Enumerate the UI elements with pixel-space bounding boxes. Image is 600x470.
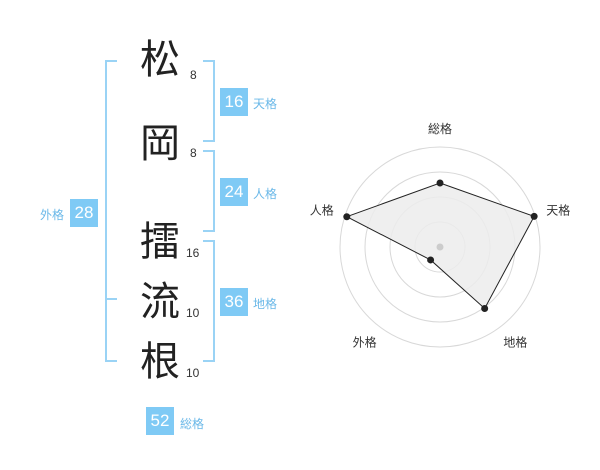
radar-center-dot xyxy=(436,243,444,251)
jinkaku-label: 人格 xyxy=(253,187,278,201)
chikaku-label: 地格 xyxy=(253,297,278,311)
soukaku-label: 総格 xyxy=(180,417,205,431)
radar-axis-label-4: 外格 xyxy=(353,334,377,349)
chikaku-bracket xyxy=(203,240,215,362)
stroke-count-2: 8 xyxy=(190,146,197,160)
gaikaku-divider xyxy=(105,298,117,300)
gaikaku-bracket xyxy=(105,60,117,362)
kanji-2: 岡 xyxy=(140,121,180,167)
radar-point-4 xyxy=(427,256,435,264)
stroke-count-3: 16 xyxy=(186,246,200,260)
kanji-1: 松 xyxy=(140,37,180,83)
jinkaku-bracket xyxy=(203,150,215,232)
gaikaku-label: 外格 xyxy=(40,208,65,222)
radar-point-3 xyxy=(481,304,489,312)
radar-axis-label-5: 人格 xyxy=(310,203,334,218)
kanji-3: 擂 xyxy=(140,219,180,265)
chikaku-badge: 36 xyxy=(220,288,248,316)
stroke-count-4: 10 xyxy=(186,306,200,320)
kanji-5: 根 xyxy=(140,339,180,385)
tenkaku-bracket xyxy=(203,60,215,142)
gaikaku-badge: 28 xyxy=(70,199,98,227)
radar-ring-4 xyxy=(339,146,541,348)
radar-axis-label-2: 天格 xyxy=(546,203,570,218)
radar-point-5 xyxy=(343,213,351,221)
radar-point-1 xyxy=(436,179,444,187)
kanji-4: 流 xyxy=(140,279,180,325)
tenkaku-label: 天格 xyxy=(253,97,278,111)
stroke-count-1: 8 xyxy=(190,68,197,82)
soukaku-badge: 52 xyxy=(146,407,174,435)
radar-point-2 xyxy=(530,212,538,220)
stroke-count-5: 10 xyxy=(186,366,200,380)
tenkaku-badge: 16 xyxy=(220,88,248,116)
jinkaku-badge: 24 xyxy=(220,178,248,206)
radar-axis-label-3: 地格 xyxy=(503,334,527,349)
radar-axis-label-1: 総格 xyxy=(428,121,452,136)
